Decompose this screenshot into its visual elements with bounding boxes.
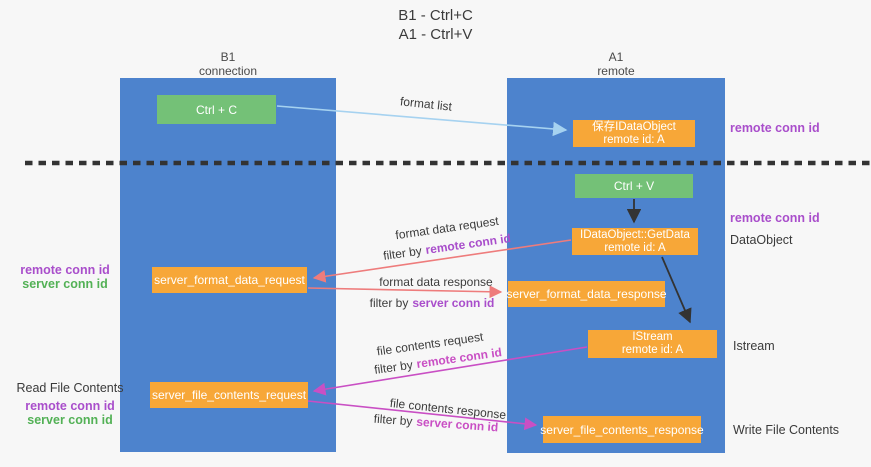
server-file-contents-request-box: server_file_contents_request (150, 382, 308, 408)
right-remote-conn-id-label-2: remote conn id (730, 211, 820, 225)
getdata-to-istream-arrow (661, 256, 692, 324)
server-file-contents-response-box: server_file_contents_response (540, 416, 704, 443)
read-file-contents-label: Read File Contents (16, 381, 124, 395)
filter-by-text: filter by (369, 296, 409, 310)
file-contents-response-arrow (307, 400, 538, 431)
lane-header-a1: A1 remote (507, 50, 725, 78)
idataobject-getdata-box: IDataObject::GetData remote id: A (572, 228, 698, 255)
istream-box: IStream remote id: A (588, 330, 717, 358)
write-file-contents-label: Write File Contents (733, 423, 840, 437)
right-remote-conn-id-label-1: remote conn id (730, 121, 820, 135)
server-format-data-response-label: server_format_data_response (506, 287, 667, 301)
server-file-contents-request-label: server_file_contents_request (151, 388, 307, 402)
ctrl-c-label: Ctrl + C (195, 102, 237, 117)
save-idataobject-box: 保存IDataObject remote id: A (573, 120, 695, 147)
server-format-data-response-box: server_format_data_response (506, 281, 667, 307)
left-remote-conn-id-label-1: remote conn id (20, 263, 110, 277)
left-server-conn-id-label-1: server conn id (22, 277, 108, 291)
getdata-line2: remote id: A (604, 241, 666, 254)
getdata-line1: IDataObject::GetData (580, 228, 690, 241)
ctrl-c-box: Ctrl + C (157, 95, 276, 124)
istream-line2: remote id: A (621, 344, 684, 356)
left-server-conn-id-label-2: server conn id (27, 413, 113, 427)
server-format-data-request-box: server_format_data_request (152, 267, 307, 293)
title-line-b1: B1 - Ctrl+C (398, 7, 473, 24)
save-idataobject-line1: 保存IDataObject (592, 120, 676, 133)
format-data-response-arrow (307, 285, 503, 299)
left-conn-id-cluster-1: remote conn id server conn id (5, 263, 125, 291)
format-data-response-label: format data response (379, 275, 493, 289)
lane-b1-role: connection (198, 64, 258, 78)
server-format-data-request-label: server_format_data_request (154, 273, 305, 287)
lane-a1-name: A1 (608, 50, 624, 64)
ctrl-v-box: Ctrl + V (575, 174, 693, 198)
istream-side-label: Istream (733, 339, 775, 353)
filter-by-text: filter by (373, 411, 413, 429)
istream-line1: IStream (632, 331, 673, 343)
left-remote-conn-id-label-2: remote conn id (25, 399, 115, 413)
left-conn-id-cluster-2: Read File Contents remote conn id server… (10, 381, 130, 427)
lane-a1-role: remote (597, 64, 635, 78)
server-conn-id-text: server conn id (412, 296, 495, 310)
ctrl-v-label: Ctrl + V (613, 179, 655, 193)
lane-b1-name: B1 (220, 50, 236, 64)
title-line-a1: A1 - Ctrl+V (398, 26, 473, 43)
server-file-contents-response-label: server_file_contents_response (540, 422, 704, 437)
file-contents-request-arrow (312, 346, 588, 396)
format-data-request-arrow (312, 239, 572, 283)
format-list-arrow (276, 105, 568, 137)
dataobject-label: DataObject (730, 233, 793, 247)
lane-header-b1: B1 connection (120, 50, 336, 78)
save-idataobject-line2: remote id: A (603, 133, 665, 146)
diagram-title: B1 - Ctrl+C A1 - Ctrl+V (0, 6, 871, 44)
